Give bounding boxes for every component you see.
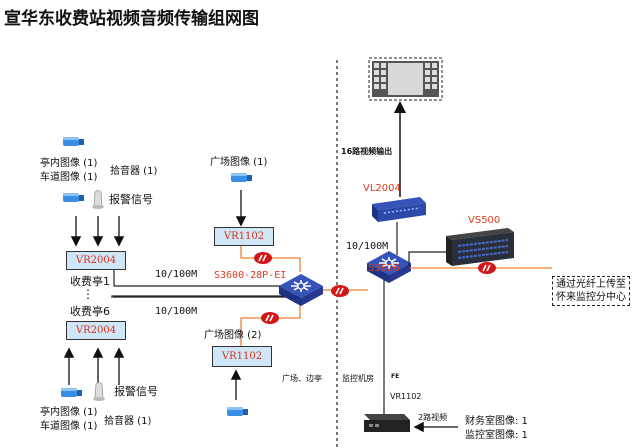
label-control-room-camera: 监控室图像: 1: [465, 430, 528, 441]
label-speed-booth1: 10/100M: [155, 269, 198, 280]
device-vr2004-booth1: VR2004: [66, 251, 126, 270]
microphone-icon: [92, 382, 106, 402]
label-lane-camera-top: 车道图像 (1): [40, 172, 98, 183]
label-booth-camera-bottom: 亭内图像 (1): [40, 407, 98, 418]
label-booth-camera-top: 亭内图像 (1): [40, 158, 98, 169]
label-decoder-vl2004: VL2004: [363, 183, 401, 194]
label-finance-room-camera: 财务室图像: 1: [465, 416, 528, 427]
label-booth6: 收费亭6: [70, 305, 110, 318]
label-storage-vs500: VS500: [468, 215, 501, 226]
camera-icon: [63, 137, 84, 146]
label-fe: FE: [391, 373, 400, 380]
label-plaza-camera-1: 广场图像 (1): [210, 157, 268, 168]
label-alarm-bottom: 报警信号: [114, 385, 158, 398]
camera-icon: [227, 407, 248, 416]
firewall-icon: [260, 311, 280, 325]
label-lane-camera-bottom: 车道图像 (1): [40, 421, 98, 432]
device-vr2004-booth6: VR2004: [66, 321, 126, 340]
device-vr1102-plaza1: VR1102: [214, 227, 274, 246]
zone-label-plaza: 广场、边亭: [282, 374, 322, 383]
ellipsis-booths: ⋮: [82, 287, 94, 301]
encoder-device-icon: [364, 414, 410, 432]
label-two-channel-video: 2路视频: [418, 413, 448, 422]
firewall-icon: [253, 251, 273, 265]
link-booth1: [113, 264, 300, 287]
label-alarm-top: 报警信号: [109, 193, 153, 206]
link-booth6: [113, 290, 301, 298]
video-wall-icon: [368, 57, 443, 101]
zone-label-control-room: 监控机房: [342, 374, 374, 383]
label-switch-s3600: S3600-28P-EI: [214, 270, 287, 281]
uplink-note-line-1: 通过光纤上传至: [556, 279, 626, 290]
label-booth1: 收费亭1: [70, 275, 110, 288]
camera-icon: [63, 193, 84, 202]
camera-icon: [231, 173, 252, 182]
storage-server-icon: [446, 228, 514, 266]
decoder-device: [372, 197, 426, 222]
label-speed-core: 10/100M: [346, 241, 389, 252]
device-vr1102-plaza2: VR1102: [212, 346, 272, 367]
label-switch-s3626: S3626: [368, 263, 400, 274]
label-office-vr1102: VR1102: [390, 392, 422, 401]
uplink-note-line-2: 怀来监控分中心: [556, 292, 626, 303]
firewall-icon: [330, 284, 350, 298]
diagram-title: 宣华东收费站视频音频传输组网图: [4, 9, 259, 29]
label-video-output: 16路视频输出: [341, 147, 393, 156]
label-mic-top: 拾音器 (1): [110, 166, 158, 177]
microphone-icon: [91, 190, 105, 210]
camera-icon: [61, 388, 82, 397]
label-plaza-camera-2: 广场图像 (2): [204, 330, 262, 341]
uplink-note: 通过光纤上传至 怀来监控分中心: [552, 276, 630, 306]
label-mic-bottom: 拾音器 (1): [104, 416, 152, 427]
label-speed-booth6: 10/100M: [155, 306, 198, 317]
firewall-icon: [477, 261, 497, 275]
